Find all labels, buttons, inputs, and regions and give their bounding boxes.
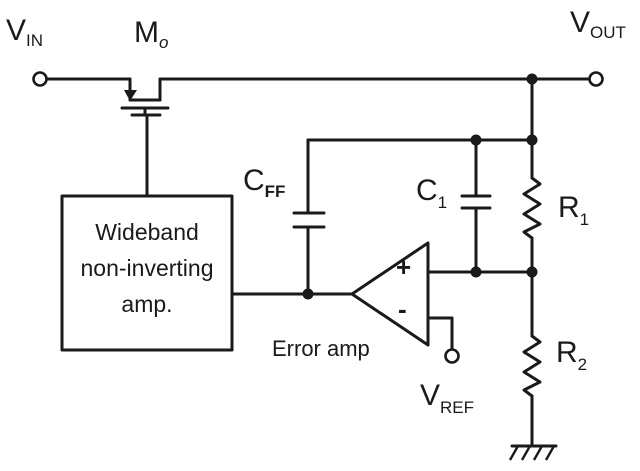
vin-label: VIN [6,14,43,50]
c1-label: C1 [416,174,447,212]
error-amp-label: Error amp [272,336,370,361]
r1-top-junction-dot [526,134,538,146]
amp-label-line1: Wideband [95,219,199,245]
r2-label: R2 [556,336,587,374]
vout-label: VOUT [570,6,626,42]
r1-label: R1 [558,191,589,229]
vref-terminal [444,348,460,364]
c1-bottom-junction-dot [470,266,482,278]
minus-sign: - [398,294,407,324]
r2-resistor [522,334,542,398]
cff-junction-dot [302,288,314,300]
vref-label: VREF [420,379,474,417]
plus-sign: + [396,252,411,282]
ground-symbol [508,444,558,461]
cff-label: CFF [243,164,285,201]
pass-transistor [120,77,170,198]
vout-terminal [588,71,604,87]
feedback-junction-dot [526,266,538,278]
r1-resistor [522,176,542,240]
wideband-amp-box [60,194,234,352]
mo-label: Mo [134,16,168,52]
error-amp-triangle [350,241,430,347]
amp-label-line3: amp. [121,291,172,317]
vin-terminal [32,71,48,87]
c1-top-junction-dot [470,134,482,146]
vout-junction-dot [526,73,538,85]
amp-label-line2: non-inverting [81,255,214,281]
